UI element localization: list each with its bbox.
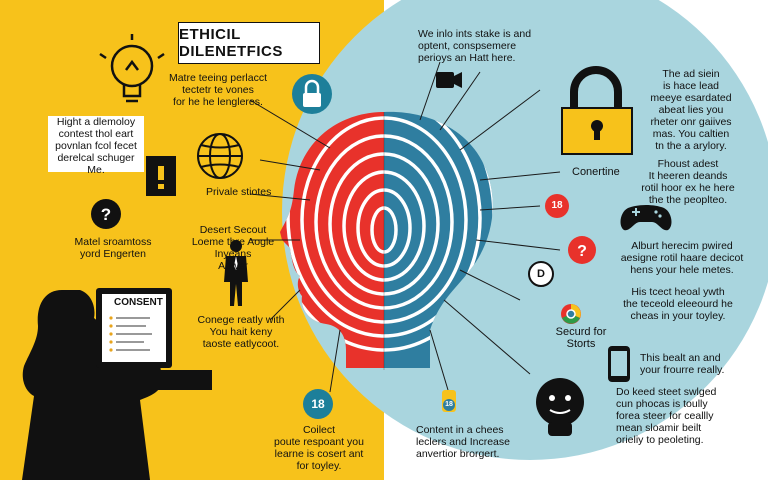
letter-badge — [528, 261, 554, 287]
left-box-note-bg — [48, 116, 144, 172]
content-note: Content in a chees leclers and Increase … — [416, 424, 510, 460]
do-note: Do keed steet swlged cun phocas is toull… — [616, 386, 717, 446]
ethics-label: Matel sroamtoss yord Engerten — [74, 236, 152, 260]
secured-label: Securd for Storts — [555, 326, 607, 350]
album-note: Alburt herecim pwired aesigne rotil haar… — [620, 240, 744, 276]
svg-text:?: ? — [577, 243, 587, 260]
his-note: His tcect heoal ywth the teceold eleeour… — [623, 286, 733, 322]
connector-lines — [249, 61, 561, 393]
globe-icon — [197, 133, 243, 179]
small-badge — [442, 390, 456, 412]
number-badge-blue-text: 18 — [311, 397, 325, 411]
page-title: ETHICIL DILENETFICS — [178, 22, 320, 64]
chrome-icon — [561, 304, 581, 324]
expert-note: Desert Secout Loeme thre Aogle Inyeans A… — [191, 224, 275, 272]
compare-note: Conege reatly with You hait keny taoste … — [197, 314, 285, 350]
privacy-label: Privale stiotes — [206, 186, 272, 198]
alert-icon — [146, 156, 176, 196]
camera-icon — [436, 72, 462, 88]
robot-icon — [536, 378, 584, 436]
found-note: Fhoust adest It heeren deands rotil hoor… — [641, 158, 735, 206]
laptop-title: CONSENT — [114, 297, 163, 308]
right-top-note: We inlo ints stake is and optent, consps… — [418, 28, 532, 64]
right-top-side-note: The ad siein is hace lead meeye esardate… — [650, 68, 732, 152]
left-box-note: Hight a dlemoloy contest thol eart povnl… — [55, 116, 137, 176]
laptop-icon — [96, 288, 212, 390]
this-note: This bealt an and your frourre really. — [640, 352, 725, 376]
collect-note: Coilect poute respoant you learne is cos… — [274, 424, 364, 472]
lightbulb-icon — [99, 34, 165, 103]
fingerprint-ridges — [280, 111, 493, 352]
number-badge-red — [545, 194, 569, 218]
number-badge-red-text: 18 — [551, 200, 563, 211]
help-icon-left: ? — [91, 199, 121, 229]
padlock-badge-left — [292, 74, 332, 114]
padlock-icon-large — [561, 66, 633, 155]
person-icon — [224, 240, 248, 306]
phone-icon — [608, 346, 630, 382]
left-top-note: Matre teeing perlacct tectetr te vones f… — [168, 72, 268, 108]
number-badge-blue — [303, 389, 333, 419]
svg-text:?: ? — [101, 205, 111, 224]
gamepad-icon — [620, 205, 672, 231]
corner-label: Conertine — [572, 166, 620, 178]
small-badge-text: 18 — [445, 401, 453, 408]
letter-badge-text: D — [537, 268, 545, 280]
help-icon-right: ? — [568, 236, 596, 264]
